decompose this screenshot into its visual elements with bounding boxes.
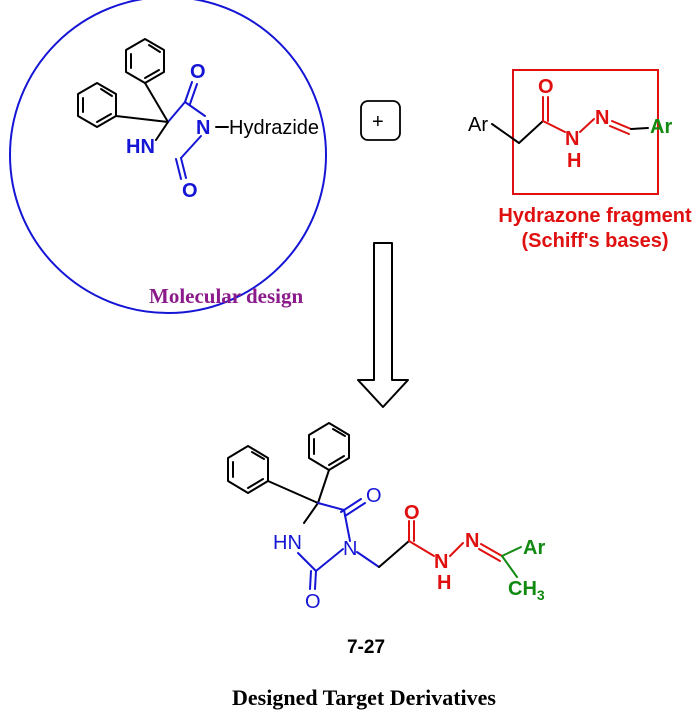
product-imine-nitrogen: N [465, 530, 479, 552]
product-amide-hydrogen: H [437, 572, 451, 594]
plus-symbol: + [372, 111, 384, 133]
ring-oxygen-bottom: O [182, 180, 198, 202]
amide-hydrogen: H [567, 150, 581, 172]
hydrazide-label: Hydrazide [229, 117, 319, 139]
product-amide-nitrogen: N [434, 551, 448, 573]
ar-left-label: Ar [468, 114, 488, 136]
amide-nitrogen: N [565, 128, 579, 150]
ar-right-label: Ar [650, 116, 672, 138]
product-structure: HN O N O O N H N Ar CH3 [227, 422, 545, 613]
product-ring-nh: HN [273, 532, 302, 554]
product-phenyl-top [308, 422, 350, 471]
hydrazone-fragment-structure: Ar O N H N Ar Hydrazone fragment (Schiff… [468, 69, 692, 252]
phenyl-ring-left [77, 82, 117, 128]
molecular-design-label: Molecular design [149, 284, 304, 308]
ring-nitrogen: N [196, 117, 210, 139]
hydrazone-label-line1: Hydrazone fragment [498, 205, 692, 227]
hydrazone-highlight-box [512, 69, 659, 195]
product-methyl-ch: CH [508, 578, 537, 600]
phenytoin-hydrazide-structure: O N HN O Hydrazide [9, 0, 327, 314]
product-methyl-label: CH3 [508, 578, 545, 603]
designed-target-caption: Designed Target Derivatives [232, 685, 496, 710]
phenyl-ring-top [125, 38, 165, 84]
product-ar-label: Ar [523, 537, 545, 559]
hydrazone-label-line2: (Schiff's bases) [521, 230, 668, 252]
imine-nitrogen: N [595, 107, 609, 129]
product-phenyl-left [227, 445, 269, 494]
product-ring-oxygen-top: O [366, 485, 382, 507]
compound-number: 7-27 [347, 637, 385, 658]
product-ring-oxygen-bottom: O [305, 591, 321, 613]
product-methyl-subscript: 3 [537, 587, 545, 603]
design-arrow [357, 242, 409, 408]
ring-nh: HN [126, 136, 155, 158]
product-ring-nitrogen: N [343, 538, 357, 560]
carbonyl-oxygen: O [538, 76, 554, 98]
hydantoin-ring [155, 81, 206, 180]
product-carbonyl-oxygen: O [404, 502, 420, 524]
plus-box: + [360, 100, 401, 141]
ring-oxygen-top: O [190, 61, 206, 83]
scaffold-circle [9, 0, 327, 314]
